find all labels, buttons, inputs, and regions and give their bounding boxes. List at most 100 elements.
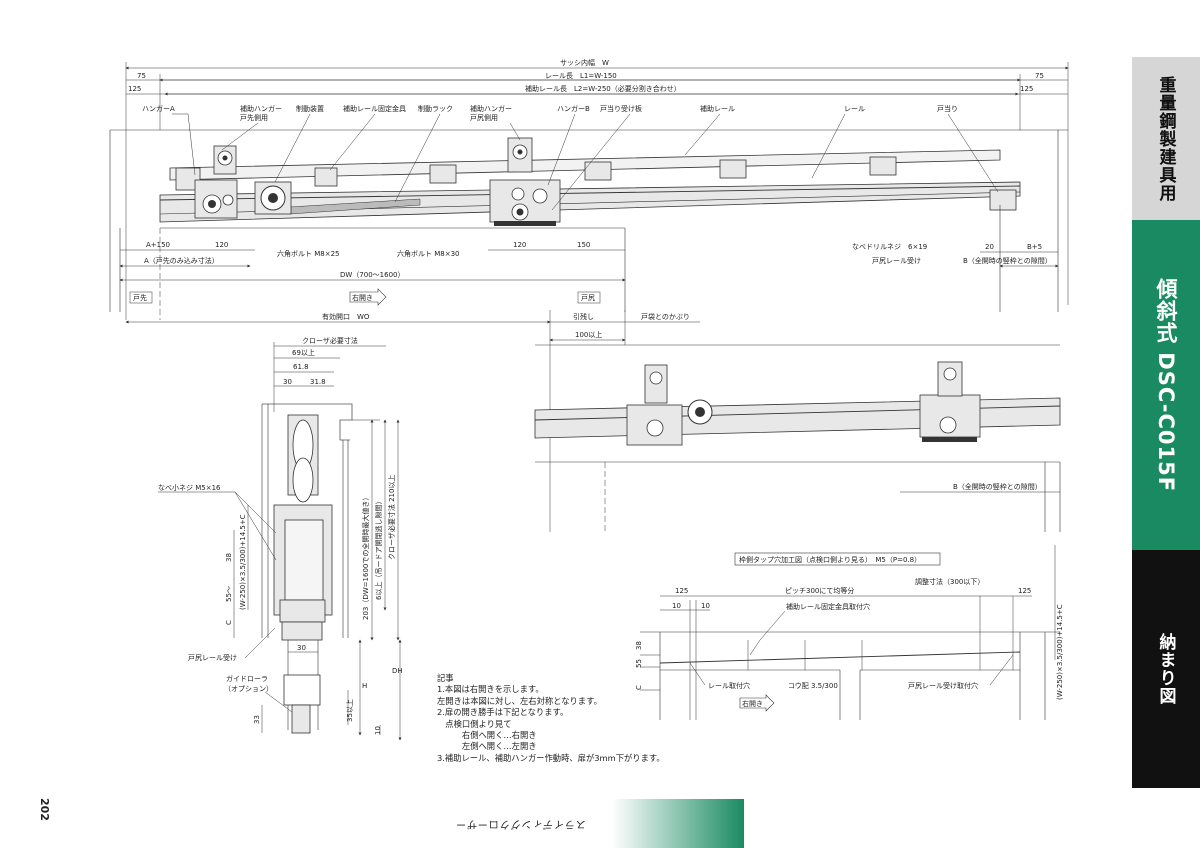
brake-device-label: 制動装置: [296, 104, 324, 113]
hex-bolt-2: 六角ボルト M8×30: [397, 249, 460, 258]
hex-bolt-1: 六角ボルト M8×25: [277, 249, 340, 258]
open-view: B（全開時の竪枠との隙間）: [534, 344, 1061, 532]
guide-roller-sub: （オプション）: [224, 685, 273, 693]
door-outline: [119, 205, 1001, 320]
side-tab-model: 傾斜式 DSC-C015F: [1132, 220, 1200, 550]
overall-width-label: サッシ内幅 W: [560, 58, 609, 67]
d35-label: 35以上: [345, 699, 354, 722]
aux-rail-fixing-label: 補助レール固定金具: [343, 104, 406, 113]
dim-120a: 120: [215, 241, 228, 249]
adjust-label: 調整寸法（300以下）: [915, 577, 984, 586]
d30b-label: 30: [297, 644, 306, 652]
tap-d55: 55: [635, 659, 643, 668]
rail-length-label: レール長 L1=W-150: [545, 72, 617, 80]
pan-screw-m5-label: なべ小ネジ M5×16: [158, 483, 221, 492]
rail-holes-label: レール取付穴: [708, 681, 750, 690]
wo-label: 有効開口 WO: [322, 312, 370, 321]
tap-d38: 38: [635, 641, 643, 650]
brake-device: [254, 181, 292, 215]
aux-rail-length-label: 補助レール長 L2=W-250（必要分割き合わせ）: [525, 84, 681, 93]
tobukuro-label: 戸袋とのかぶり: [641, 312, 690, 321]
footer-text: スライディングクローザー: [455, 818, 586, 829]
footer-band: [612, 799, 744, 848]
dim-a150: A+150: [146, 241, 170, 249]
dim-150: 150: [577, 241, 590, 249]
section-view: クローザ必要寸法 69以上 61.8 30 31.8 203（DW=1600での…: [158, 336, 403, 741]
top-frame: [109, 129, 1068, 312]
v210-label: クローザ必要寸法 210以上: [387, 475, 396, 560]
rail-label: レール: [844, 105, 865, 113]
d100-label: 100以上: [575, 330, 602, 339]
d33-label: 33: [253, 715, 261, 724]
c-label: C: [225, 620, 233, 625]
side-tab-model-label: 傾斜式 DSC-C015F: [1154, 277, 1178, 493]
offset-75-right: 75: [1035, 72, 1044, 80]
aux-hanger-tosaki-sub: 戸先側用: [240, 113, 268, 122]
aux-hanger-tosaki-label: 補助ハンガー: [240, 104, 282, 113]
hanger-a: [175, 145, 238, 219]
hikinokoshi-label: 引残し: [573, 312, 594, 321]
pan-screw-label: なべドリルネジ 6×19: [852, 243, 927, 251]
top-lower-dims: A+150 120 六角ボルト M8×25 六角ボルト M8×30 120 15…: [119, 241, 1059, 532]
b-note-open: B（全開時の竪枠との隙間）: [953, 482, 1042, 491]
d10-label: 10: [374, 726, 382, 735]
aux-hanger-tojiri-sub: 戸尻側用: [470, 113, 498, 122]
tojiri-rail-holder-section: 戸尻レール受け: [188, 653, 237, 662]
slope-label: コウ配 3.5/300: [788, 682, 838, 690]
tap-d10a: 10: [672, 602, 681, 610]
d61-8-label: 61.8: [293, 363, 309, 371]
dh-label: DH: [392, 667, 403, 675]
migibiraki-tap: 右開き: [742, 699, 763, 708]
door-stop-plate-label: 戸当り受け板: [600, 104, 642, 113]
rail-brackets: [314, 156, 1017, 211]
tap-d125b: 125: [1018, 587, 1031, 595]
offset-75-left: 75: [137, 72, 146, 80]
side-tab-install-label: 納まり図: [1155, 633, 1176, 705]
aux-rail-label: 補助レール: [700, 104, 735, 113]
tap-c: C: [635, 685, 643, 690]
tap-hole-view: 枠側タップ穴加工図（点検口側より見る） M5（P=0.8） ピッチ300にて均等…: [635, 545, 1064, 720]
side-tab-heavy-steel: 重量鋼製建具用: [1132, 57, 1200, 220]
aux-rail-holes-label: 補助レール固定金具取付穴: [786, 602, 870, 611]
migibiraki-top: 右開き: [352, 293, 373, 302]
tap-d10b: 10: [701, 602, 710, 610]
page-number: 202: [38, 798, 51, 821]
side-tab-install: 納まり図: [1132, 550, 1200, 788]
b-note-top: B（全開時の竪枠との隙間）: [963, 256, 1052, 265]
offset-125-left: 125: [128, 85, 141, 93]
tap-d125a: 125: [675, 587, 688, 595]
side-tab-heavy-steel-label: 重量鋼製建具用: [1155, 75, 1176, 202]
d30-label: 30: [283, 378, 292, 386]
tap-title: 枠側タップ穴加工図（点検口側より見る） M5（P=0.8）: [739, 555, 921, 564]
guide-roller-label: ガイドローラ: [226, 674, 268, 683]
d31-8-label: 31.8: [310, 378, 326, 386]
tosaki-label: 戸先: [133, 293, 147, 302]
hanger-a-label: ハンガーA: [142, 104, 175, 113]
d69-label: 69以上: [292, 348, 315, 357]
door-stop-label: 戸当り: [937, 104, 958, 113]
top-callouts: ハンガーA 補助ハンガー 戸先側用 制動装置 補助レール固定金具 制動ラック 補…: [142, 104, 999, 211]
dim-120b: 120: [513, 241, 526, 249]
tojiri-holes-label: 戸尻レール受け取付穴: [908, 681, 978, 690]
v203-label: 203（DW=1600での全開時最大値き）: [361, 494, 370, 620]
aux-hanger-tojiri-label: 補助ハンガー: [470, 104, 512, 113]
hanger-b: [489, 137, 561, 226]
a-note: A（戸先のみ込み寸法）: [144, 256, 219, 265]
tap-formula: (W-250)×3.5/300)+14.5+C: [1056, 604, 1064, 700]
notes-block: 記事 1.本図は右開きを示します。 左開きは本図に対し、左右対称となります。 2…: [437, 673, 665, 763]
tojiri-label: 戸尻: [581, 294, 595, 302]
dw-label: DW（700〜1600）: [340, 271, 405, 279]
hanger-b-label: ハンガーB: [557, 104, 590, 113]
v6-label: 6以上（吊ードア開閉逃し隙間）: [374, 498, 383, 600]
offset-125-right: 125: [1020, 85, 1033, 93]
pitch-label: ピッチ300にて均等分: [785, 586, 854, 595]
dim-20: 20: [985, 243, 994, 251]
closer-space-label: クローザ必要寸法: [302, 336, 358, 345]
formula-section: (W-250)×3.5/300)+14.5+C: [239, 514, 247, 610]
d55-label: 55〜: [225, 586, 233, 602]
d38-label: 38: [225, 553, 233, 562]
brake-rack-label: 制動ラック: [418, 104, 453, 113]
dim-b5: B+5: [1027, 243, 1042, 251]
top-dimensions: サッシ内幅 W レール長 L1=W-150 75 75 補助レール長 L2=W-…: [125, 58, 1069, 320]
